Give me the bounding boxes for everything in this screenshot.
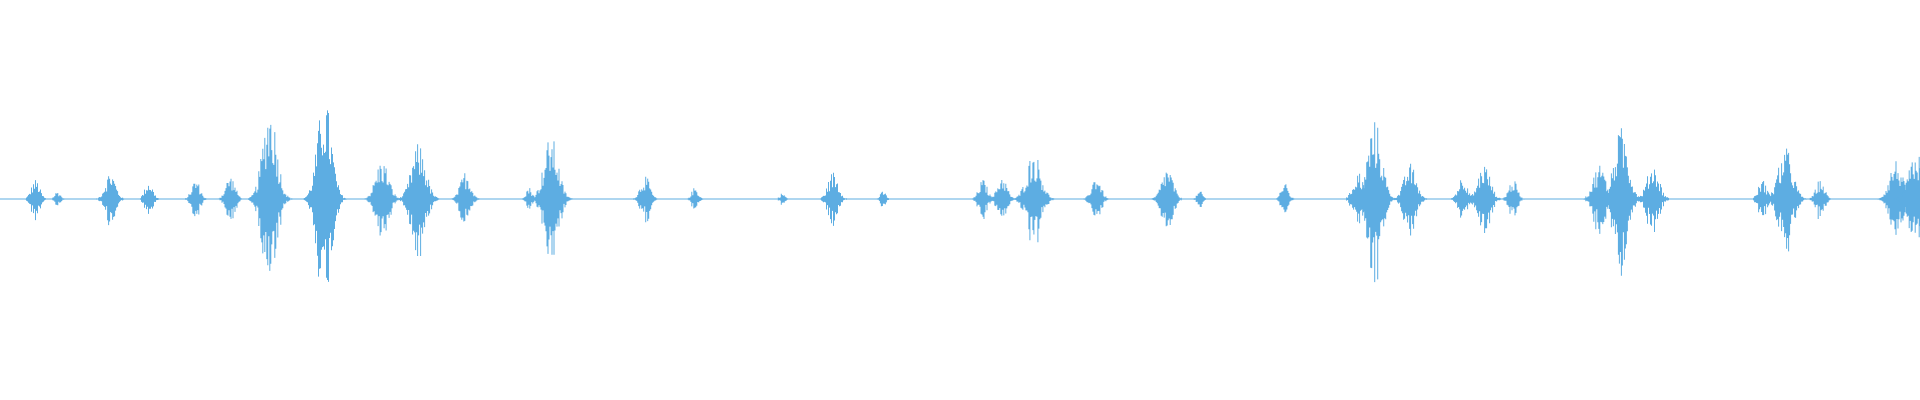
waveform-bursts: [22, 110, 1920, 283]
waveform-burst: [1191, 191, 1209, 207]
waveform-burst: [1149, 172, 1185, 227]
waveform-burst: [396, 144, 442, 256]
waveform-burst: [987, 180, 1017, 216]
waveform-burst: [874, 191, 892, 207]
waveform-burst: [361, 165, 403, 236]
waveform-burst: [1391, 163, 1430, 236]
waveform-burst: [1806, 181, 1834, 219]
waveform-burst: [774, 193, 790, 205]
waveform-burst: [684, 188, 706, 209]
waveform-burst: [215, 178, 245, 219]
waveform-burst: [1634, 169, 1672, 232]
waveform-burst: [247, 124, 293, 271]
waveform-burst: [22, 180, 49, 221]
waveform-burst: [1893, 156, 1920, 238]
waveform-burst: [136, 185, 161, 214]
waveform-burst: [1352, 122, 1398, 283]
waveform-burst: [182, 183, 210, 217]
waveform-burst: [1763, 148, 1809, 252]
waveform-burst: [302, 110, 347, 282]
waveform-burst: [49, 193, 67, 206]
waveform-burst: [1272, 184, 1297, 213]
waveform-burst: [1081, 182, 1111, 216]
waveform-burst: [1011, 160, 1057, 243]
waveform-burst: [630, 176, 660, 223]
waveform-burst: [1465, 166, 1504, 233]
waveform-burst: [817, 172, 849, 226]
waveform-burst: [528, 141, 574, 255]
waveform-burst: [1499, 181, 1527, 216]
waveform-burst: [1598, 128, 1644, 276]
waveform-burst: [94, 176, 127, 226]
waveform-burst: [449, 173, 482, 222]
